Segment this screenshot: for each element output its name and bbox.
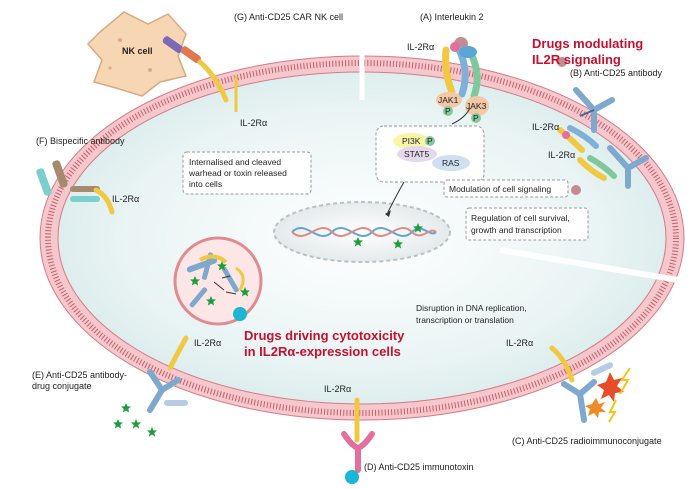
modulation-box (443, 179, 569, 198)
anti-cd25-antibody (557, 57, 649, 195)
car-nk-cell (86, 11, 238, 112)
il2ra-label-a: IL-2Rα (407, 42, 434, 52)
radioimmunoconjugate (549, 345, 631, 423)
label-c: (C) Anti-CD25 radioimmunoconjugate (512, 436, 662, 446)
label-e-line1: (E) Anti-CD25 antibody- (32, 370, 127, 380)
regulation-box (465, 207, 589, 241)
label-b: (B) Anti-CD25 antibody (570, 68, 663, 78)
internalised-box (182, 151, 312, 195)
lysosome (173, 236, 263, 326)
jak1-label: JAK1 (438, 95, 459, 105)
jak3-label: JAK3 (466, 101, 487, 111)
signaling-molecules (375, 125, 485, 183)
regulation-text-1: Regulation of cell survival, (471, 213, 570, 223)
nk-cell-label: NK cell (122, 46, 153, 56)
drug-star-icon (147, 427, 157, 437)
label-d: (D) Anti-CD25 immunotoxin (364, 462, 474, 472)
il2ra-label-g: IL-2Rα (240, 118, 267, 128)
nucleus-arrow (387, 181, 405, 213)
p-label-2: P (473, 113, 479, 123)
cytotox-title-line1: Drugs driving cytotoxicity (244, 328, 405, 343)
signal-arrow (451, 107, 471, 125)
internalised-text-1: Internalised and cleaved (189, 157, 281, 167)
il2-receptor-complex (442, 37, 481, 100)
radiation-burst-icon (597, 372, 624, 402)
toxin-bead-icon (345, 470, 359, 484)
jak-kinases (436, 92, 489, 123)
disruption-text-2: transcription or translation (416, 315, 514, 325)
label-a: (A) Interleukin 2 (420, 12, 484, 22)
divider-diagonal (499, 247, 691, 285)
drug-star-icon (121, 403, 131, 413)
drug-star-icon (113, 419, 123, 429)
internalised-text-3: into cells (189, 179, 222, 189)
text-layer: (G) Anti-CD25 CAR NK cell (A) Interleuki… (32, 12, 663, 472)
modulation-text: Modulation of cell signaling (449, 184, 551, 194)
label-e-line2: drug conjugate (32, 381, 92, 391)
il2ra-label-c: IL-2Rα (506, 338, 533, 348)
dna-strand-2 (291, 226, 437, 238)
il2ra-label-b2: IL-2Rα (548, 150, 575, 160)
il2ra-label-f: IL-2Rα (112, 194, 139, 204)
regulation-text-2: growth and transcription (471, 225, 562, 235)
antibody-drug-conjugate (113, 335, 189, 437)
cytotox-title-line2: in IL2Rα-expression cells (244, 344, 401, 359)
il2ra-label-d: IL-2Rα (324, 384, 351, 394)
p-label-3: P (427, 136, 433, 146)
label-g: (G) Anti-CD25 CAR NK cell (234, 12, 343, 22)
bispecific-antibody (36, 160, 115, 215)
il2ra-label-e: IL-2Rα (194, 338, 221, 348)
drug-star-icon (131, 419, 141, 429)
label-f: (F) Bispecific antibody (36, 136, 125, 146)
internalised-text-2: warhead or toxin released (188, 168, 287, 178)
signaling-title-line1: Drugs modulating (532, 36, 643, 51)
radiation-burst-icon (585, 398, 606, 418)
p-label-1: P (445, 106, 451, 116)
payload-bead-icon (233, 307, 247, 321)
nucleus (273, 201, 451, 263)
stat5-label: STAT5 (404, 149, 429, 159)
disruption-text-1: Disruption in DNA replication, (416, 303, 527, 313)
il2ra-label-b1: IL-2Rα (532, 122, 559, 132)
immunotoxin (341, 397, 375, 484)
ras-label: RAS (442, 158, 460, 168)
nk-cell-icon (86, 11, 188, 97)
signaling-title-line2: IL2R signaling (532, 52, 621, 67)
pi3k-label: PI3K (402, 136, 421, 146)
